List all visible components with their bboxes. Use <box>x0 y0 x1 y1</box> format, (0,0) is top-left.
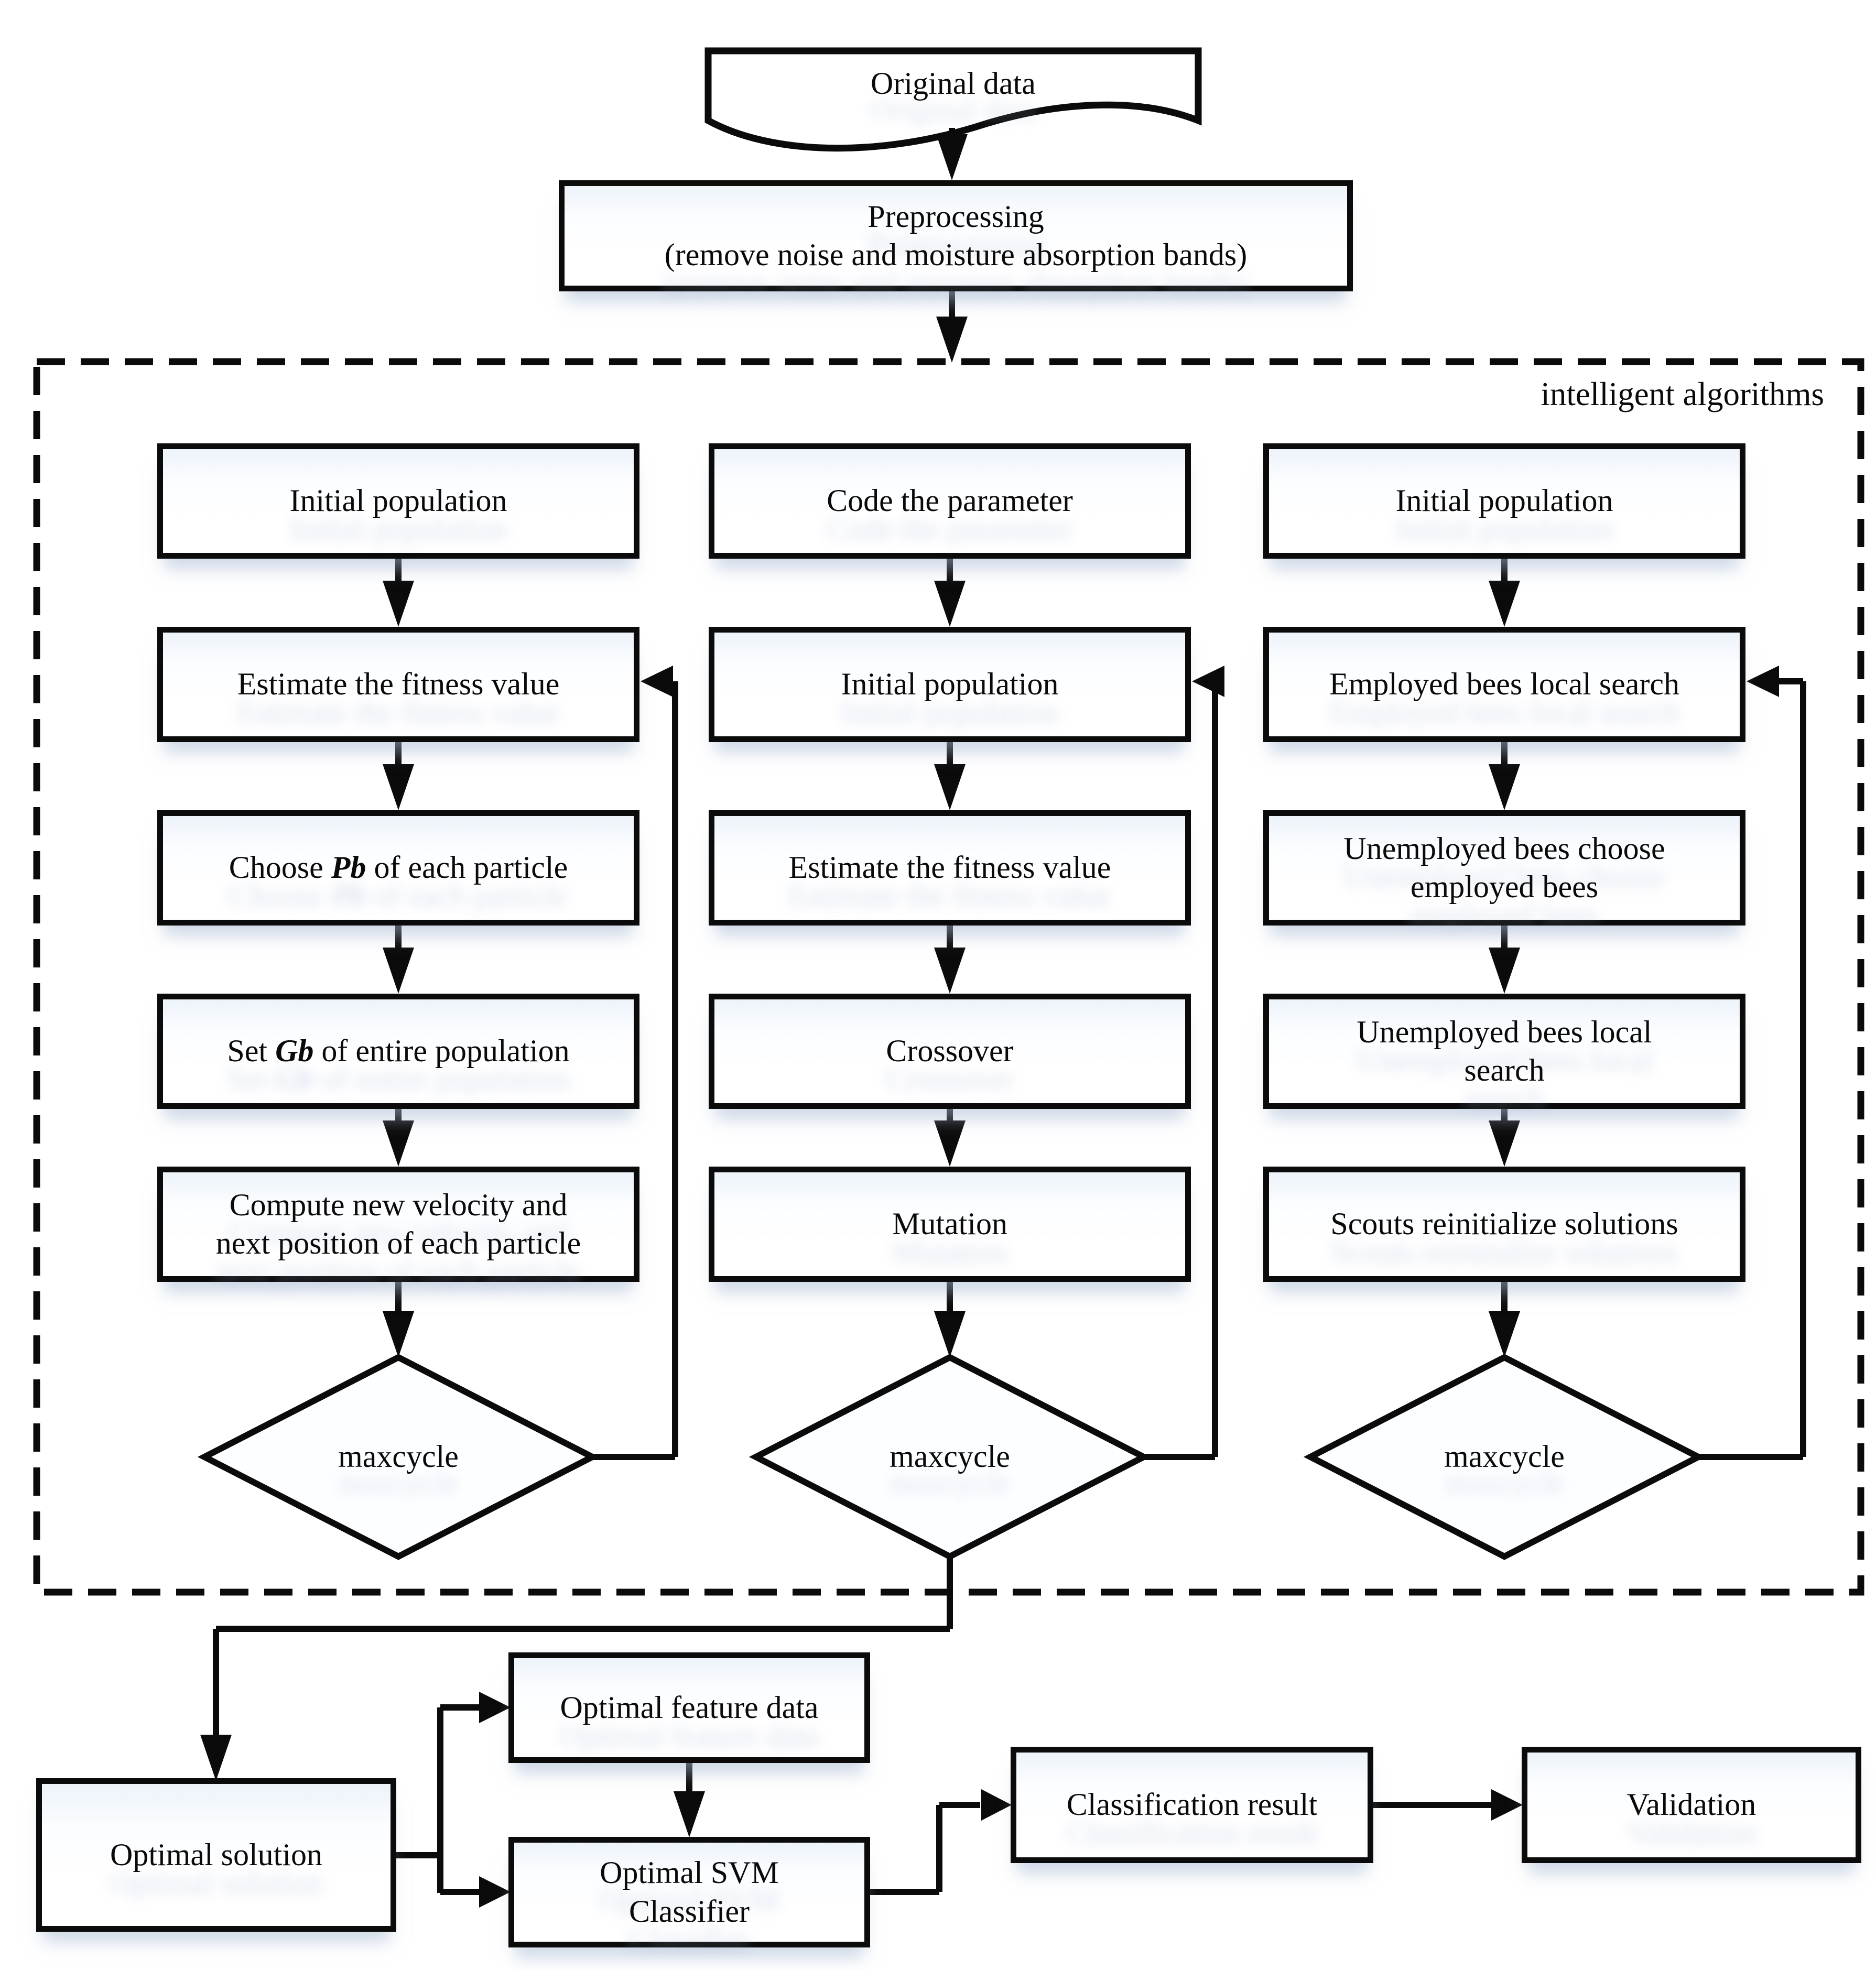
decision-diamond-pso <box>197 1354 600 1560</box>
pb-variable: Pb <box>331 850 366 885</box>
abc-initial-population: Initial population <box>1263 443 1745 559</box>
original-data-label: Original data <box>871 66 1036 101</box>
node-original-data: Original data <box>708 52 1198 115</box>
pso-set-gb: Set Gb of entire population <box>157 994 639 1109</box>
preprocessing-subtitle: (remove noise and moisture absorption ba… <box>664 237 1248 272</box>
pso-maxcycle-label: maxcycle <box>338 1439 459 1474</box>
node-optimal-feature-data: Optimal feature data <box>508 1652 870 1763</box>
abc-employed-local-search: Employed bees local search <box>1263 627 1745 742</box>
node-validation: Validation <box>1522 1747 1861 1863</box>
arrow-connectors <box>200 128 1806 1908</box>
ga-code-parameter: Code the parameter <box>709 443 1191 559</box>
pso-estimate-fitness: Estimate the fitness value <box>157 627 639 742</box>
pso-initial-population: Initial population <box>157 443 639 559</box>
abc-scouts-reinitialize: Scouts reinitialize solutions <box>1263 1167 1745 1282</box>
decision-diamond-abc <box>1303 1354 1706 1560</box>
node-optimal-svm-classifier: Optimal SVM Classifier <box>508 1837 870 1947</box>
ga-estimate-fitness: Estimate the fitness value <box>709 810 1191 926</box>
gb-variable: Gb <box>275 1033 314 1069</box>
document-shape <box>704 47 1202 152</box>
decision-diamond-ga <box>749 1354 1151 1560</box>
ga-crossover: Crossover <box>709 994 1191 1109</box>
pso-choose-pb: Choose Pb of each particle <box>157 810 639 926</box>
ga-mutation: Mutation <box>709 1167 1191 1282</box>
preprocessing-title: Preprocessing <box>867 199 1044 234</box>
intelligent-algorithms-label: intelligent algorithms <box>1541 376 1824 412</box>
pso-compute-velocity: Compute new velocity and next position o… <box>157 1167 639 1282</box>
abc-unemployed-choose: Unemployed bees choose employed bees <box>1263 810 1745 926</box>
decision-diamonds <box>197 1354 1706 1560</box>
abc-maxcycle-label: maxcycle <box>1444 1439 1565 1474</box>
node-preprocessing: Preprocessing (remove noise and moisture… <box>559 180 1353 291</box>
abc-unemployed-local-search: Unemployed bees local search <box>1263 994 1745 1109</box>
node-classification-result: Classification result <box>1011 1747 1373 1863</box>
ga-initial-population: Initial population <box>709 627 1191 742</box>
node-optimal-solution: Optimal solution <box>36 1778 396 1932</box>
ga-maxcycle-label: maxcycle <box>890 1439 1010 1474</box>
